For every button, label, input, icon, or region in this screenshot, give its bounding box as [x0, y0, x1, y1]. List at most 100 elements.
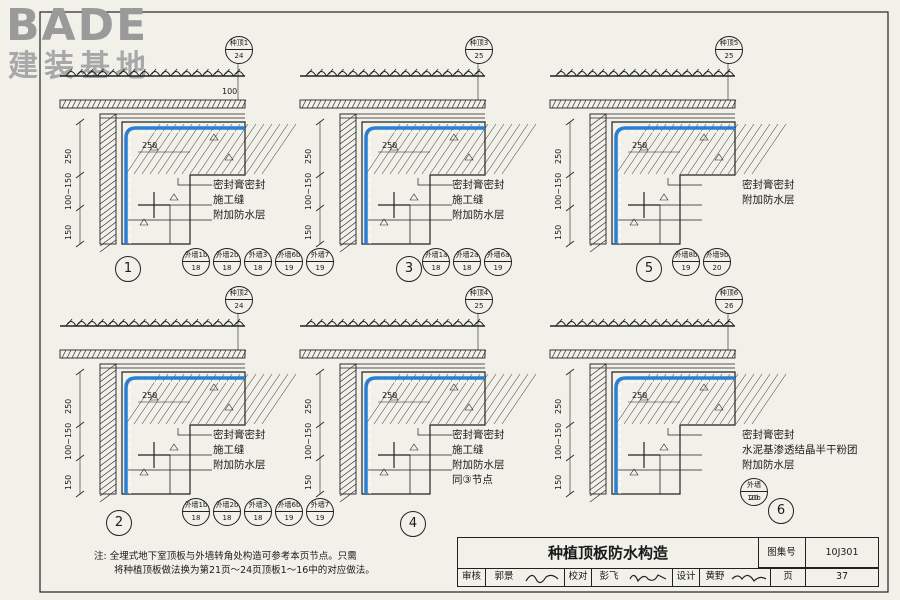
detail-3-dimension-lines — [315, 118, 430, 248]
detail-4-number: 4 — [400, 511, 426, 537]
detail-1-concrete — [121, 121, 297, 245]
detail-3-wall-ref-2-code: 外墙2a — [454, 249, 480, 262]
detail-3-drawing — [299, 50, 537, 253]
detail-4-construction-joint — [378, 442, 411, 494]
detail-2-wall-ref-1-code: 外墙1b — [183, 499, 209, 512]
detail-2-wall-ref-2-page: 18 — [222, 514, 232, 522]
detail-3-wall-ref-3-code: 外墙6a — [485, 249, 511, 262]
detail-2-wall-ref-3-code: 外墙3 — [245, 499, 271, 512]
title-block-divider — [458, 568, 878, 569]
detail-1-drainage-layer — [59, 99, 247, 109]
detail-2-dim-v3: 150 — [64, 474, 73, 490]
detail-3-dim-slab: 250 — [382, 141, 398, 150]
detail-6-number: 6 — [768, 498, 794, 524]
detail-4-drainage-layer — [299, 349, 487, 359]
detail-2-wall-ref-4-code: 外墙6b — [276, 499, 302, 512]
detail-4-roof-ref-page: 25 — [474, 302, 484, 310]
detail-1-number: 1 — [115, 256, 141, 282]
detail-3-drainage-layer — [299, 99, 487, 109]
detail-1-wall-ref-2-page: 18 — [222, 264, 232, 272]
detail-6-wall-hatch — [589, 363, 607, 503]
detail-1-wall-ref-4-page: 19 — [284, 264, 294, 272]
detail-4-soil — [300, 318, 485, 327]
detail-3-leaders — [368, 178, 452, 221]
detail-2-wall-ref-2-code: 外墙2b — [214, 499, 240, 512]
detail-3-dim-v2: 100~150 — [304, 172, 313, 210]
detail-2-wall-ref-5-page: 19 — [315, 514, 325, 522]
detail-3-label-2: 施工缝 — [452, 194, 484, 206]
detail-1-dim-v1: 250 — [64, 148, 73, 164]
detail-4-label-4: 同③节点 — [452, 474, 493, 486]
detail-5-roof-ref-page: 25 — [724, 52, 734, 60]
detail-5-drainage-layer — [549, 99, 737, 109]
detail-1-label-3: 附加防水层 — [213, 209, 266, 221]
detail-1-leaders — [128, 178, 212, 221]
logo-brand-text: BADE — [6, 0, 149, 51]
detail-4-wall-hatch — [339, 363, 357, 503]
detail-2-drainage-layer — [59, 349, 247, 359]
detail-2-roof-ref-code: 种顶2 — [226, 287, 252, 300]
detail-3-label-3: 附加防水层 — [452, 209, 505, 221]
page-label: 页 — [770, 568, 806, 586]
detail-4-dimension-lines — [315, 368, 430, 498]
detail-1-wall-ref-1-page: 18 — [191, 264, 201, 272]
detail-3-number: 3 — [396, 256, 422, 282]
detail-5-wall-hatch — [589, 113, 607, 253]
detail-6-label-3: 附加防水层 — [742, 459, 795, 471]
drawing-note: 注: 全埋式地下室顶板与外墙转角处构造可参考本页节点。只需 将种植顶板做法换为第… — [94, 550, 454, 578]
detail-2-wall-ref-2: 外墙2b 18 — [213, 498, 241, 526]
page-number: 37 — [835, 571, 849, 582]
detail-5-label-1: 密封膏密封 — [742, 179, 795, 191]
detail-3-wall-hatch — [339, 113, 357, 253]
detail-4-label-1: 密封膏密封 — [452, 429, 505, 441]
detail-3-waterproof-membrane — [364, 126, 485, 244]
detail-1-wall-ref-5-page: 19 — [315, 264, 325, 272]
detail-6-dim-slab: 250 — [632, 391, 648, 400]
detail-5-drawing — [549, 50, 787, 253]
detail-3-roof-ref-code: 种顶3 — [466, 37, 492, 50]
detail-2-label-2: 施工缝 — [213, 444, 245, 456]
detail-1-drawing — [59, 50, 297, 253]
detail-3-soil — [300, 68, 485, 77]
detail-1-wall-ref-1-code: 外墙1b — [183, 249, 209, 262]
detail-1-wall-ref-5-code: 外墙7 — [307, 249, 333, 262]
detail-4-leaders — [368, 428, 452, 471]
detail-6-roof-ref-code: 种顶6 — [716, 287, 742, 300]
detail-1-dim-v3: 150 — [64, 224, 73, 240]
detail-4-dim-v2: 100~150 — [304, 422, 313, 460]
note-line-1: 全埋式地下室顶板与外墙转角处构造可参考本页节点。只需 — [109, 551, 357, 562]
detail-1-wall-ref-4-code: 外墙6b — [276, 249, 302, 262]
detail-4-dim-slab: 250 — [382, 391, 398, 400]
detail-5-dim-v1: 250 — [554, 148, 563, 164]
detail-6-drainage-layer — [549, 349, 737, 359]
detail-3-dim-v1: 250 — [304, 148, 313, 164]
detail-1-soil — [60, 68, 245, 77]
detail-5-leaders — [618, 178, 702, 221]
detail-2-dim-slab: 250 — [142, 391, 158, 400]
detail-4-dim-v1: 250 — [304, 398, 313, 414]
detail-3-roof-ref-page: 25 — [474, 52, 484, 60]
detail-6-label-2: 水泥基渗透结晶半干粉团 — [742, 444, 858, 456]
checker-name: 彭飞 — [599, 571, 619, 582]
detail-6-dim-v1: 250 — [554, 398, 563, 414]
detail-4-roof-ref-code: 种顶4 — [466, 287, 492, 300]
detail-2-label-3: 附加防水层 — [213, 459, 266, 471]
detail-5-dim-v2: 100~150 — [554, 172, 563, 210]
detail-5-soil — [550, 68, 735, 77]
detail-1-wall-ref-3-code: 外墙3 — [245, 249, 271, 262]
detail-5-dim-slab: 250 — [632, 141, 648, 150]
designer-name: 黄野 — [705, 571, 725, 582]
detail-1-wall-hatch — [99, 113, 117, 253]
detail-6-construction-joint — [628, 442, 661, 494]
detail-3-dim-v3: 150 — [304, 224, 313, 240]
detail-4-waterproof-membrane — [364, 376, 485, 494]
detail-2-dimension-lines — [75, 368, 190, 498]
